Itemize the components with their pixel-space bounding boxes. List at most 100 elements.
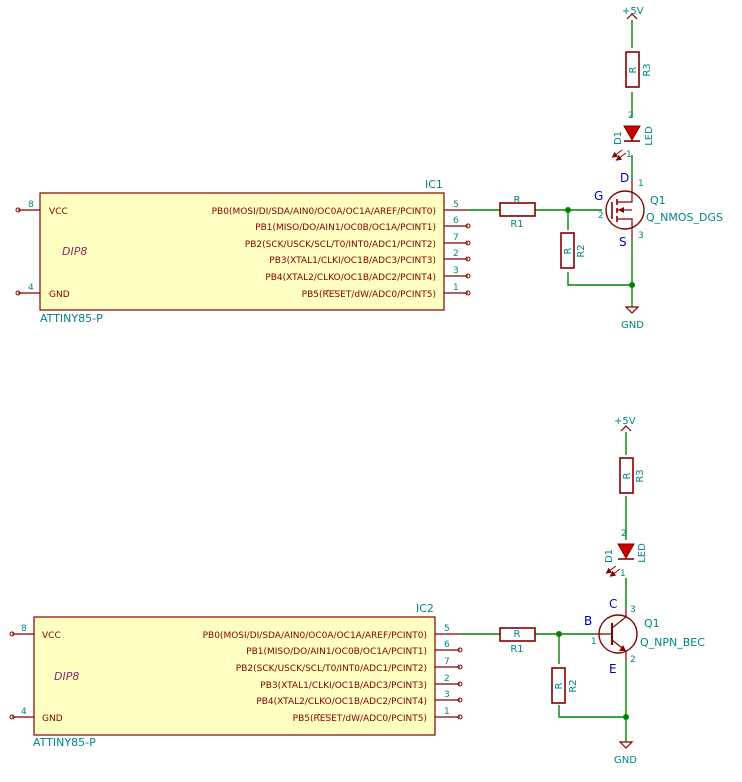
- ic2-pin-gnd[interactable]: 4 GND: [9, 707, 63, 724]
- svg-text:R: R: [554, 682, 565, 689]
- svg-text:5: 5: [444, 624, 450, 634]
- svg-text:GND: GND: [42, 714, 63, 724]
- junction-gnd: [629, 282, 635, 288]
- q1-nmos[interactable]: G D S 2 1 3 Q1 Q_NMOS_DGS: [594, 171, 723, 249]
- junction-gnd-b: [623, 714, 629, 720]
- svg-text:1: 1: [638, 179, 644, 189]
- ic2-value: ATTINY85-P: [33, 736, 96, 749]
- r2-resistor-b[interactable]: R R2: [551, 667, 579, 704]
- ic1-pin-gnd[interactable]: 4 GND: [15, 283, 70, 300]
- ic1-pin-pb4[interactable]: 3 PB4(XTAL2/CLKO/OC1B/ADC2/PCINT4): [265, 266, 471, 283]
- svg-text:R: R: [622, 472, 633, 479]
- svg-text:R: R: [628, 66, 639, 73]
- ic1-body[interactable]: [39, 192, 445, 311]
- bottom-circuit: IC2 ATTINY85-P DIP8 8 VCC 4 GND 5 PB0(MO…: [9, 416, 705, 766]
- svg-text:PB4(XTAL2/CLKO/OC1B/ADC2/PCINT: PB4(XTAL2/CLKO/OC1B/ADC2/PCINT4): [265, 273, 436, 283]
- svg-text:2: 2: [453, 249, 459, 259]
- d1-led[interactable]: D1 LED 1: [611, 125, 655, 161]
- r1-resistor-b[interactable]: R R1: [499, 627, 536, 655]
- svg-text:PB3(XTAL1/CLKI/OC1B/ADC3/PCINT: PB3(XTAL1/CLKI/OC1B/ADC3/PCINT3): [269, 256, 436, 266]
- svg-text:PB0(MOSI/DI/SDA/AIN0/OC0A/OC1A: PB0(MOSI/DI/SDA/AIN0/OC0A/OC1A/AREF/PCIN…: [203, 631, 427, 641]
- q1-label-e: E: [609, 662, 617, 676]
- svg-text:LED: LED: [644, 126, 655, 146]
- svg-text:R: R: [514, 629, 521, 640]
- svg-text:GND: GND: [614, 755, 637, 766]
- svg-text:PB2(SCK/USCK/SCL/T0/INT0/ADC1/: PB2(SCK/USCK/SCL/T0/INT0/ADC1/PCINT2): [245, 240, 436, 250]
- svg-text:R1: R1: [510, 219, 523, 230]
- junction-base: [556, 631, 562, 637]
- svg-text:7: 7: [453, 233, 459, 243]
- q1-npn[interactable]: B C E 1 3 2 Q1 Q_NPN_BEC: [584, 597, 705, 676]
- svg-text:7: 7: [444, 657, 450, 667]
- svg-text:1: 1: [453, 283, 459, 293]
- svg-text:1: 1: [626, 150, 632, 160]
- svg-text:+5V: +5V: [614, 416, 636, 427]
- ic2-pin-pb0[interactable]: 5 PB0(MOSI/DI/SDA/AIN0/OC0A/OC1A/AREF/PC…: [203, 624, 460, 641]
- svg-text:PB4(XTAL2/CLKO/OC1B/ADC2/PCINT: PB4(XTAL2/CLKO/OC1B/ADC2/PCINT4): [256, 697, 427, 707]
- d1-led-b[interactable]: D1 LED 1: [604, 543, 648, 579]
- ic1-ref: IC1: [425, 178, 443, 191]
- svg-text:1: 1: [591, 637, 597, 647]
- svg-text:R3: R3: [635, 469, 646, 482]
- top-circuit: IC1 ATTINY85-P DIP8 8 VCC 4 GND 5 PB0(MO…: [15, 6, 723, 331]
- ic2-ref: IC2: [416, 602, 434, 615]
- q1-label-g: G: [594, 189, 603, 203]
- svg-text:PB5(RESET/dW/ADC0/PCINT5): PB5(RESET/dW/ADC0/PCINT5): [302, 290, 436, 300]
- svg-text:PB3(XTAL1/CLKI/OC1B/ADC3/PCINT: PB3(XTAL1/CLKI/OC1B/ADC3/PCINT3): [260, 681, 427, 691]
- ic2-body[interactable]: [33, 616, 436, 736]
- svg-text:2: 2: [598, 211, 604, 221]
- ic1-pin-pb2[interactable]: 7 PB2(SCK/USCK/SCL/T0/INT0/ADC1/PCINT2): [245, 233, 471, 250]
- svg-text:GND: GND: [49, 290, 70, 300]
- svg-text:1: 1: [620, 569, 626, 579]
- svg-text:PB2(SCK/USCK/SCL/T0/INT0/ADC1/: PB2(SCK/USCK/SCL/T0/INT0/ADC1/PCINT2): [236, 664, 427, 674]
- svg-text:R2: R2: [568, 679, 579, 692]
- power-5v-bottom[interactable]: +5V: [614, 416, 636, 432]
- svg-text:+5V: +5V: [622, 6, 644, 17]
- svg-text:R: R: [563, 247, 574, 254]
- ic2-pin-vcc[interactable]: 8 VCC: [9, 624, 61, 641]
- svg-text:3: 3: [444, 690, 450, 700]
- r3-pin-2-b: 2: [621, 529, 627, 539]
- power-5v-top[interactable]: +5V: [622, 6, 644, 20]
- r2-resistor[interactable]: R R2: [560, 232, 587, 269]
- svg-text:2: 2: [630, 655, 636, 665]
- ic1-pin-vcc[interactable]: 8 VCC: [15, 200, 68, 217]
- svg-text:VCC: VCC: [49, 207, 68, 217]
- ic2-pin-pb2[interactable]: 7 PB2(SCK/USCK/SCL/T0/INT0/ADC1/PCINT2): [236, 657, 463, 674]
- svg-text:GND: GND: [621, 320, 644, 331]
- r3-pin-2: 2: [628, 111, 634, 121]
- ic1-value: ATTINY85-P: [40, 312, 103, 325]
- junction-gate: [565, 207, 571, 213]
- svg-text:1: 1: [444, 707, 450, 717]
- svg-text:VCC: VCC: [42, 631, 61, 641]
- svg-text:R: R: [514, 195, 521, 206]
- q1-label-b: B: [584, 614, 592, 628]
- ic1-pin-pb5[interactable]: 1 PB5(RESET/dW/ADC0/PCINT5): [302, 283, 471, 300]
- ic1-pin-pb3[interactable]: 2 PB3(XTAL1/CLKI/OC1B/ADC3/PCINT3): [269, 249, 471, 266]
- svg-text:PB1(MISO/DO/AIN1/OC0B/OC1A/PCI: PB1(MISO/DO/AIN1/OC0B/OC1A/PCINT1): [246, 647, 427, 657]
- svg-text:PB0(MOSI/DI/SDA/AIN0/OC0A/OC1A: PB0(MOSI/DI/SDA/AIN0/OC0A/OC1A/AREF/PCIN…: [212, 207, 436, 217]
- ic1-pin-pb1[interactable]: 6 PB1(MISO/DO/AIN1/OC0B/OC1A/PCINT1): [255, 216, 471, 233]
- q1-value-b: Q_NPN_BEC: [640, 636, 705, 649]
- r3-resistor-b[interactable]: R R3: [619, 457, 646, 494]
- ic2-pin-pb1[interactable]: 6 PB1(MISO/DO/AIN1/OC0B/OC1A/PCINT1): [246, 640, 463, 657]
- wire-r2-gnd-b: [558, 705, 626, 718]
- q1-label-s: S: [619, 235, 627, 249]
- r1-resistor[interactable]: R R1: [499, 195, 536, 230]
- ic1-pin-pb0[interactable]: 5 PB0(MOSI/DI/SDA/AIN0/OC0A/OC1A/AREF/PC…: [212, 200, 468, 217]
- ground-bottom[interactable]: GND: [614, 741, 637, 766]
- ic2-pin-pb5[interactable]: 1 PB5(RESET/dW/ADC0/PCINT5): [293, 707, 463, 724]
- svg-text:D1: D1: [604, 549, 615, 563]
- svg-text:R2: R2: [576, 244, 587, 257]
- svg-text:6: 6: [444, 640, 450, 650]
- q1-value: Q_NMOS_DGS: [646, 211, 723, 224]
- svg-text:4: 4: [28, 283, 34, 293]
- r3-resistor[interactable]: R R3: [625, 51, 653, 88]
- svg-text:3: 3: [453, 266, 459, 276]
- svg-text:3: 3: [638, 231, 644, 241]
- svg-text:LED: LED: [637, 543, 648, 563]
- ground-top[interactable]: GND: [621, 306, 644, 331]
- q1-ref: Q1: [650, 194, 666, 207]
- ic2-pin-pb4[interactable]: 3 PB4(XTAL2/CLKO/OC1B/ADC2/PCINT4): [256, 690, 463, 707]
- ic2-pin-pb3[interactable]: 2 PB3(XTAL1/CLKI/OC1B/ADC3/PCINT3): [260, 674, 463, 691]
